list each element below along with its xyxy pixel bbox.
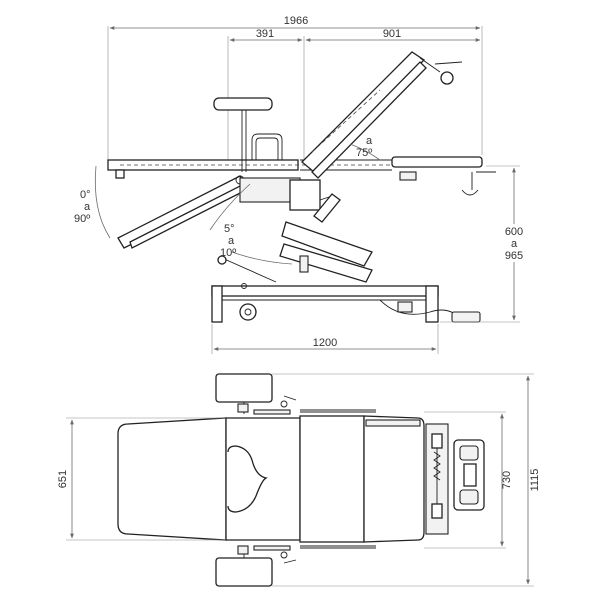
angle-seat-min: 5° [224, 223, 235, 235]
leg-section-lowered [117, 175, 247, 249]
dim-label-730: 730 [501, 471, 513, 489]
top-dimension-extensions [107, 26, 483, 160]
dimension-pedal-width: 730 [424, 411, 513, 549]
dim-height-value: 600 [505, 226, 523, 238]
dim-label-1200: 1200 [313, 337, 337, 349]
dim-label-1115: 1115 [529, 469, 541, 492]
dim-label-901: 901 [383, 28, 401, 40]
angle-back-max: 75º [356, 147, 372, 159]
seat-armrest [213, 97, 283, 172]
angle-seat-label: 5° a 10º [220, 223, 236, 259]
angle-arcs [94, 143, 381, 265]
dimension-seat-section: 391 [229, 28, 303, 42]
leg-rests [215, 373, 273, 587]
table-top-flat [107, 156, 483, 179]
dimension-height: 600 a 965 [440, 165, 523, 323]
angle-leg-min: 0° [80, 189, 91, 201]
base-frame [211, 255, 439, 323]
dimension-back-section: 901 [305, 28, 481, 42]
dimension-total-length: 1966 [109, 15, 481, 30]
dimension-width: 651 [57, 417, 226, 541]
angle-seat-sep: a [228, 235, 235, 247]
angle-back-sep: a [366, 135, 373, 147]
lift-mechanism [239, 177, 373, 283]
leg-support-bars [253, 395, 297, 564]
dimension-total-width: 1115 [272, 373, 541, 587]
couch-top [117, 415, 425, 543]
dimension-base-length: 1200 [211, 324, 439, 354]
back-section-raised [301, 51, 463, 179]
dim-height-sep: a [511, 238, 518, 250]
side-view: 1966 391 901 [74, 15, 523, 354]
dim-height-max: 965 [505, 250, 523, 262]
dim-label-391: 391 [256, 28, 274, 40]
angle-leg-label: 0° a 90º [74, 189, 91, 225]
dim-label-651: 651 [57, 470, 69, 488]
angle-seat-max: 10º [220, 247, 236, 259]
foot-pedal-control [453, 439, 485, 511]
angle-leg-sep: a [84, 201, 91, 213]
top-view: 651 730 1115 [57, 373, 541, 587]
angle-leg-max: 90º [74, 213, 90, 225]
side-rails [300, 409, 421, 549]
angle-back-label: a 75º [356, 135, 373, 159]
footrest-handle [399, 171, 496, 196]
dim-label-1966: 1966 [284, 15, 308, 27]
head-end-mechanism [425, 423, 449, 535]
